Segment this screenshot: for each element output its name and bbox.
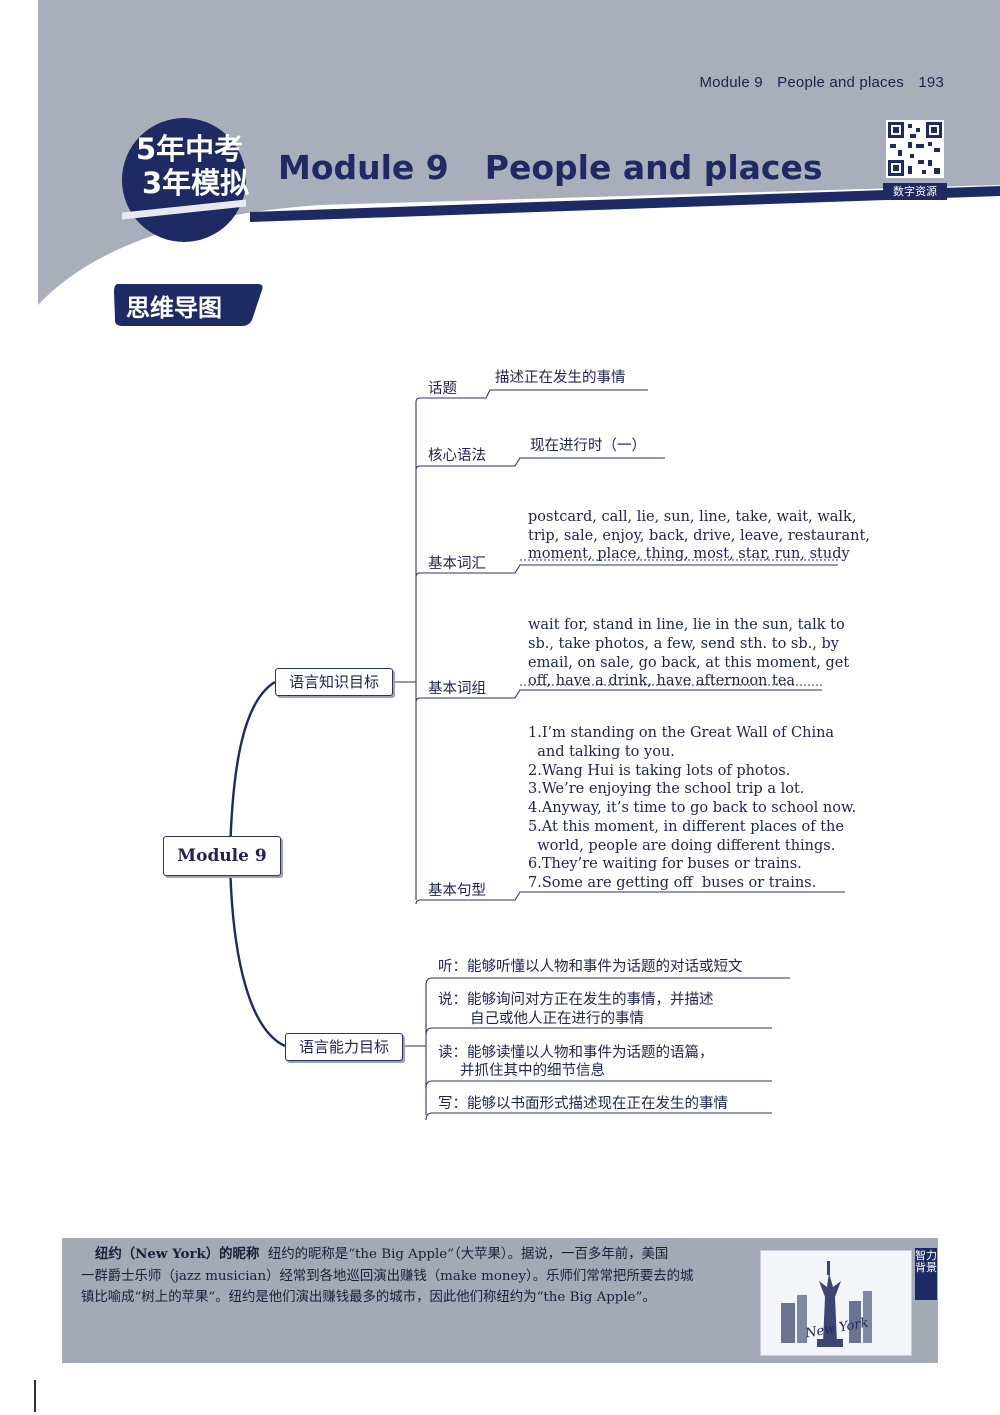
vocab-line-3: moment, place, thing, most, star, run, s… [528, 546, 850, 562]
logo-line-2: 3年模拟 [142, 166, 250, 200]
series-logo: 5年中考 3年模拟 [122, 118, 250, 242]
ability-write: 写：能够以书面形式描述现在正在发生的事情 [438, 1096, 728, 1112]
sentence-line-4: 3.We’re enjoying the school trip a lot. [528, 781, 805, 797]
section-tab-label: 思维导图 [126, 294, 222, 322]
sentence-line-5: 4.Anyway, it’s time to go back to school… [528, 800, 857, 816]
footer-line-1: 纽约（New York）的昵称 纽约的昵称是“the Big Apple”（大苹… [95, 1244, 735, 1266]
phrases-line-3: email, on sale, go back, at this moment,… [528, 655, 850, 671]
category-phrases: 基本词组 [428, 681, 486, 697]
sentence-line-9: 7.Some are getting off buses or trains. [528, 875, 817, 891]
rule-read [425, 1080, 772, 1089]
vocab-line-2: trip, sale, enjoy, back, drive, leave, r… [528, 528, 870, 544]
mindmap-connectors [228, 389, 845, 1121]
header-band [38, 0, 1000, 305]
rule-listen [425, 977, 790, 986]
branch-ability-goals: 语言能力目标 [285, 1033, 403, 1061]
side-tab-background: 智力背景 [915, 1248, 937, 1300]
ability-listen: 听：能够听懂以人物和事件为话题的对话或短文 [438, 959, 743, 975]
running-head: Module 9 People and places 193 [689, 74, 944, 91]
ability-read-line-1: 读：能够读懂以人物和事件为话题的语篇， [438, 1045, 714, 1061]
footer-heading: 纽约（New York）的昵称 [95, 1246, 260, 1262]
category-topic: 话题 [428, 381, 457, 397]
phrases-line-1: wait for, stand in line, lie in the sun,… [528, 617, 845, 633]
sentence-line-1: 1.I’m standing on the Great Wall of Chin… [528, 725, 835, 741]
logo-stripe [122, 199, 246, 220]
rule-sentences [415, 891, 845, 905]
ability-read-line-2: 并抓住其中的细节信息 [460, 1063, 605, 1079]
category-vocabulary: 基本词汇 [428, 556, 486, 572]
phrases-line-2: sb., take photos, a few, send sth. to sb… [528, 636, 839, 652]
vocab-line-1: postcard, call, lie, sun, line, take, wa… [528, 509, 857, 525]
category-sentences: 基本句型 [428, 883, 486, 899]
phrases-line-4: off, have a drink, have afternoon tea [528, 673, 796, 689]
topic-line-1: 描述正在发生的事情 [495, 370, 626, 386]
sentence-line-2: and talking to you. [528, 744, 675, 760]
mindmap-root: Module 9 [163, 836, 281, 876]
sentence-line-6: 5.At this moment, in different places of… [528, 819, 844, 835]
grammar-line-1: 现在进行时（一） [530, 438, 646, 454]
statue-of-liberty-icon [781, 1261, 872, 1347]
sentence-line-3: 2.Wang Hui is taking lots of photos. [528, 763, 791, 779]
section-tab-shape [114, 284, 263, 326]
footer-line-2: 一群爵士乐师（jazz musician）经常到各地巡回演出赚钱（make mo… [81, 1268, 694, 1284]
branch-knowledge-goals: 语言知识目标 [275, 668, 393, 696]
running-head-title: People and places [777, 74, 904, 91]
footer-line-1-rest: 纽约的昵称是“the Big Apple”（大苹果）。据说，一百多年前，美国 [267, 1247, 669, 1262]
trunk-lower [228, 859, 286, 1048]
qr-code-icon[interactable] [886, 120, 944, 178]
rule-speak [425, 1027, 772, 1036]
trunk-upper [228, 680, 276, 859]
margin-mark [34, 1380, 36, 1412]
page-title-subtitle: People and places [484, 148, 823, 187]
logo-line-1: 5年中考 [136, 132, 244, 166]
rule-vocab [415, 564, 838, 578]
new-york-illustration: New York [760, 1250, 912, 1356]
ability-speak-line-2: 自己或他人正在进行的事情 [470, 1011, 644, 1027]
sentence-line-7: world, people are doing different things… [528, 838, 836, 854]
page-title-module: Module 9 [278, 148, 449, 187]
rule-phrases [415, 689, 822, 703]
page-title: Module 9 People and places [278, 148, 822, 187]
footer-line-3: 镇比喻成“树上的苹果”。纽约是他们演出赚钱最多的城市，因此他们称纽约为“the … [81, 1290, 656, 1305]
rule-topic [415, 389, 648, 403]
running-head-module: Module 9 [699, 74, 763, 91]
category-grammar: 核心语法 [428, 448, 486, 464]
qr-label: 数字资源 [883, 183, 947, 200]
sentence-line-8: 6.They’re waiting for buses or trains. [528, 856, 802, 872]
rule-write [425, 1112, 772, 1121]
ability-speak-line-1: 说：能够询问对方正在发生的事情，并描述 [438, 992, 714, 1008]
rule-grammar [415, 457, 665, 471]
page-number: 193 [918, 74, 944, 91]
background-knowledge-text: 纽约（New York）的昵称 纽约的昵称是“the Big Apple”（大苹… [81, 1244, 735, 1309]
